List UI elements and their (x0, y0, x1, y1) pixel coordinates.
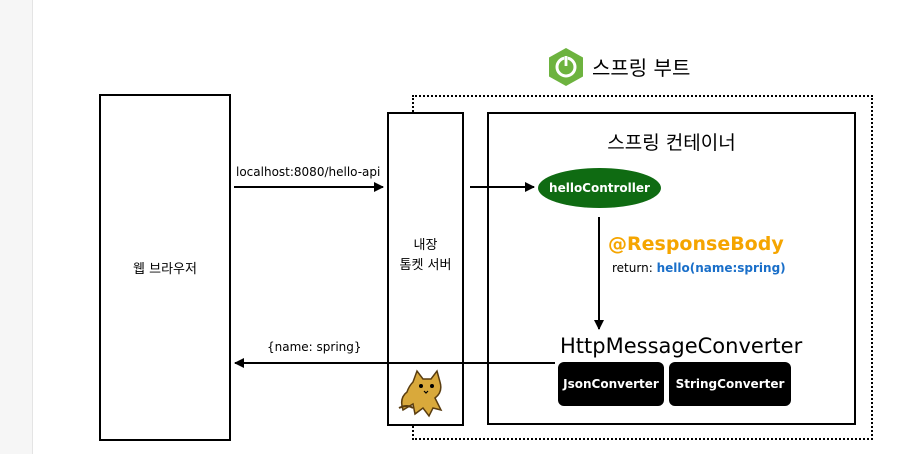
web-browser-box: 웹 브라우저 (99, 94, 231, 441)
return-statement: return: hello(name:spring) (612, 261, 786, 275)
return-prefix: return: (612, 261, 657, 275)
hello-controller-label: helloController (549, 181, 650, 195)
return-value: hello(name:spring) (656, 261, 786, 275)
web-browser-label: 웹 브라우저 (133, 262, 197, 277)
request-url-label: localhost:8080/hello-api (236, 165, 381, 179)
spring-boot-label: 스프링 부트 (592, 56, 691, 80)
http-message-converter-title: HttpMessageConverter (560, 334, 803, 358)
json-converter-box: JsonConverter (558, 362, 664, 406)
string-converter-box: StringConverter (669, 362, 791, 406)
tomcat-label-line2: 톰켓 서버 (399, 258, 452, 273)
tomcat-server-box: 내장 톰켓 서버 (387, 112, 464, 426)
hello-controller-node: helloController (538, 168, 661, 208)
spring-container-title: 스프링 컨테이너 (607, 132, 736, 154)
tomcat-cat-icon (393, 368, 459, 420)
spring-boot-logo (546, 47, 586, 87)
tomcat-label-line1: 내장 (413, 238, 438, 253)
left-gutter (0, 0, 33, 454)
response-body-annotation: @ResponseBody (608, 233, 784, 255)
power-icon (549, 48, 583, 86)
response-body-label: {name: spring} (267, 340, 362, 354)
